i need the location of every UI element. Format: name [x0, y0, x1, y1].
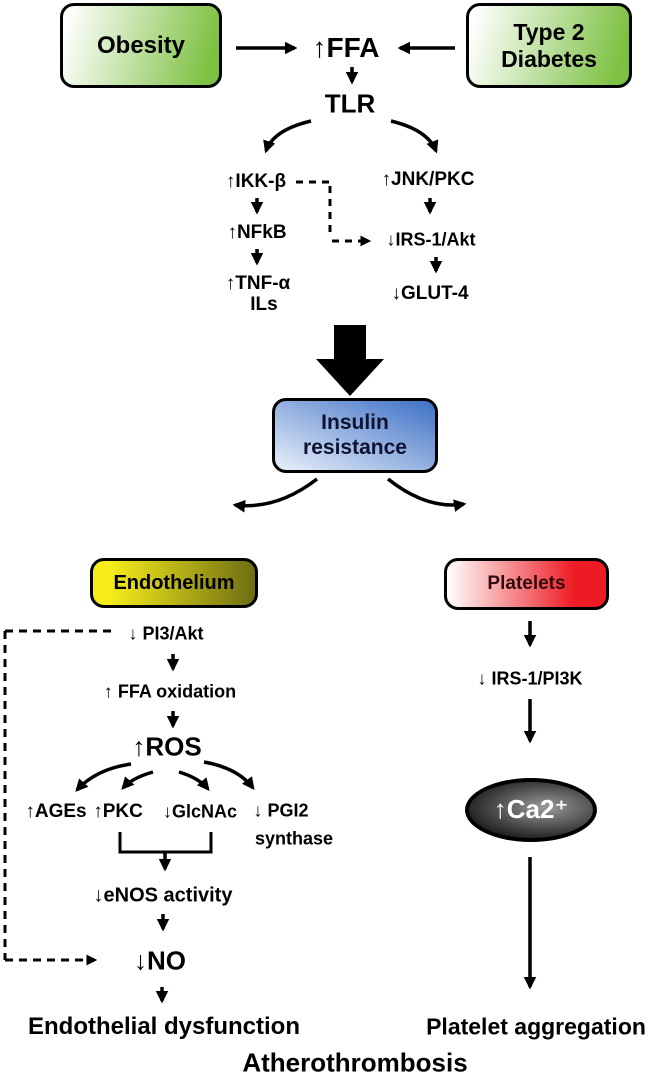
endothelium-box: Endothelium: [90, 558, 258, 608]
tlr-label: TLR: [324, 88, 376, 119]
jnk-pkc-label: ↑JNK/PKC: [381, 169, 475, 190]
curve-tlr-to-jnk: [390, 119, 439, 154]
pgi2-synthase-label: synthase: [254, 828, 334, 849]
nfkb-label: ↑NFkB: [227, 222, 287, 243]
endothelial-dysfunction-label: Endothelial dysfunction: [27, 1013, 301, 1040]
no-label: ↓NO: [134, 945, 186, 976]
calcium-ellipse: ↑Ca2⁺: [465, 778, 597, 842]
ros-label: ↑ROS: [132, 731, 202, 762]
glcnac-label: ↓GlcNAc: [162, 801, 238, 822]
glut4-label: ↓GLUT-4: [391, 283, 469, 304]
tnf-alpha-label: ↑TNF-α: [225, 273, 291, 294]
curve-ros-to-ages: [75, 762, 132, 792]
curve-ros-to-glcnac: [178, 770, 210, 791]
curve-ros-to-pgi2: [203, 760, 255, 791]
curve-ir-to-endothelium: [232, 477, 319, 513]
curve-tlr-to-ikk: [263, 119, 312, 154]
ikk-label: ↑IKK-β: [225, 171, 287, 192]
platelet-aggregation-label: Platelet aggregation: [426, 1013, 646, 1040]
atherothrombosis-label: Atherothrombosis: [242, 1047, 468, 1078]
ils-label: ILs: [250, 294, 278, 315]
block-arrow-to-insulin-resistance: [316, 325, 384, 396]
pkc-label: ↑PKC: [93, 801, 143, 822]
platelets-box: Platelets: [444, 558, 609, 610]
insulin-resistance-box: Insulin resistance: [272, 398, 438, 473]
curve-ros-to-pkc: [121, 770, 154, 790]
pi3-akt-label: ↓ PI3/Akt: [128, 623, 204, 644]
irs1-pi3k-label: ↓ IRS-1/PI3K: [477, 668, 583, 689]
type2-diabetes-box: Type 2 Diabetes: [466, 3, 632, 88]
ages-label: ↑AGEs: [25, 801, 87, 822]
curve-ir-to-platelets: [386, 477, 467, 512]
enos-activity-label: ↓eNOS activity: [93, 884, 233, 907]
pgi2-label: ↓ PGI2: [253, 800, 309, 821]
bracket-pkc-glcnac: [118, 832, 213, 854]
obesity-box: Obesity: [60, 3, 222, 88]
ffa-oxidation-label: ↑ FFA oxidation: [103, 681, 237, 702]
irs1-akt-label: ↓IRS-1/Akt: [386, 229, 476, 250]
ffa-label: ↑FFA: [312, 32, 380, 63]
